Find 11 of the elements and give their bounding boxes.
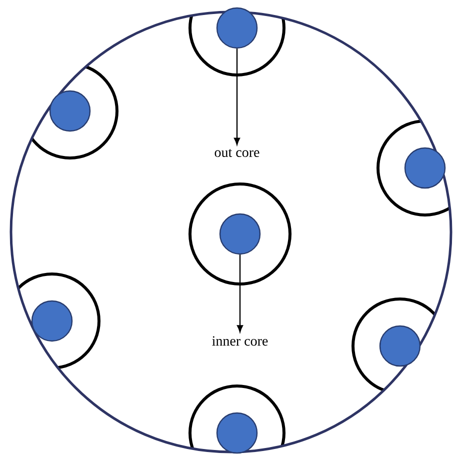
core-circle: [216, 412, 258, 454]
core-label: inner core: [212, 336, 268, 346]
arrow: [236, 254, 244, 332]
core-circle: [219, 213, 261, 255]
core-circle: [379, 325, 421, 367]
core-circle: [216, 7, 258, 49]
core-circle: [49, 90, 91, 132]
core-label: out core: [214, 148, 260, 157]
arrow: [234, 48, 240, 145]
core-circle: [404, 147, 446, 189]
core-circle: [31, 300, 73, 342]
